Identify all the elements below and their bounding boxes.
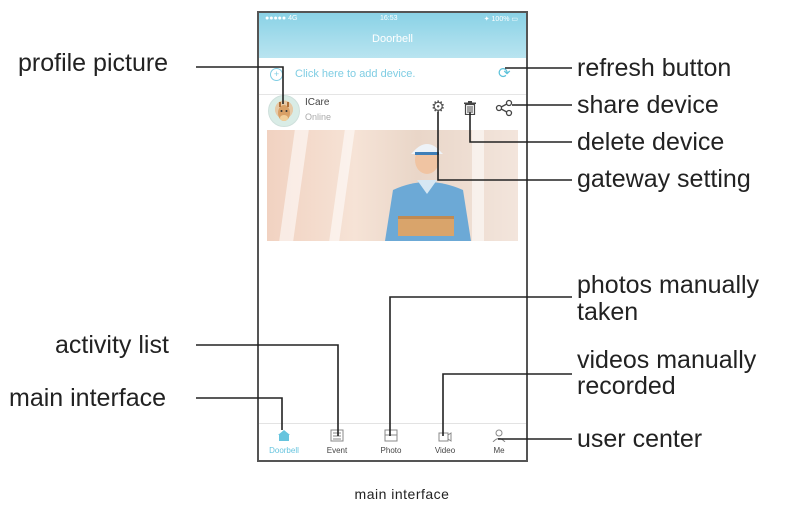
callout-refresh-button: refresh button [577,54,732,82]
add-device-link[interactable]: Click here to add device. [295,68,416,80]
status-time: 16:53 [380,15,398,22]
callout-videos-manually: videos manually [577,346,757,374]
refresh-icon[interactable]: ⟳ [498,65,511,82]
tab-photo[interactable]: Photo [366,424,416,460]
callout-delete-device: delete device [577,128,725,156]
tab-label: Doorbell [269,446,299,455]
callout-main-interface: main interface [9,384,167,412]
callout-photos-manually: photos manually [577,271,760,299]
leader-line-photos [389,296,572,436]
callout-user-center: user center [577,425,703,453]
figure-caption: main interface [354,486,450,502]
tab-event[interactable]: Event [312,424,362,460]
app-header: ●●●●● 4G 16:53 ✦ 100% ▭ Doorbell [259,13,526,58]
tab-label: Photo [380,446,402,455]
delivery-person-illustration [385,144,471,241]
bell-icon [278,430,290,441]
status-battery: ✦ 100% ▭ [483,16,518,23]
leader-line-activity [196,344,339,436]
callout-activity-list: activity list [55,331,169,359]
tab-label: Me [493,446,505,455]
device-name: ICare [305,97,330,108]
share-icon[interactable] [495,99,513,117]
status-signal: ●●●●● 4G [265,15,298,22]
image-icon [384,429,398,442]
device-row[interactable]: ICare Online ⚙ [259,94,526,128]
callout-videos-recorded: recorded [577,372,676,400]
avatar[interactable] [268,95,300,127]
doorbell-snapshot[interactable] [267,130,518,241]
app-title: Doorbell [372,33,413,45]
leader-line-gateway [437,112,572,181]
tab-bar: Doorbell Event Photo Video [259,423,526,460]
leader-line-main [196,397,283,430]
list-icon [330,429,344,442]
phone-screen: ●●●●● 4G 16:53 ✦ 100% ▭ Doorbell + Click… [257,11,528,462]
add-device-row[interactable]: + Click here to add device. ⟳ [259,58,526,95]
callout-gateway-setting: gateway setting [577,165,751,193]
callout-profile-picture: profile picture [18,49,169,77]
light-ray [472,130,484,241]
tab-doorbell[interactable]: Doorbell [259,424,309,460]
callout-photos-taken: taken [577,298,639,326]
leader-line-delete [469,112,572,143]
giraffe-avatar-icon [278,102,290,121]
leader-line-videos [442,373,572,436]
tab-label: Event [326,446,348,455]
gear-icon[interactable]: ⚙ [431,99,446,116]
callout-share-device: share device [577,91,719,119]
leader-line-profile [196,66,284,104]
tab-label: Video [434,446,456,455]
device-status: Online [305,112,332,122]
